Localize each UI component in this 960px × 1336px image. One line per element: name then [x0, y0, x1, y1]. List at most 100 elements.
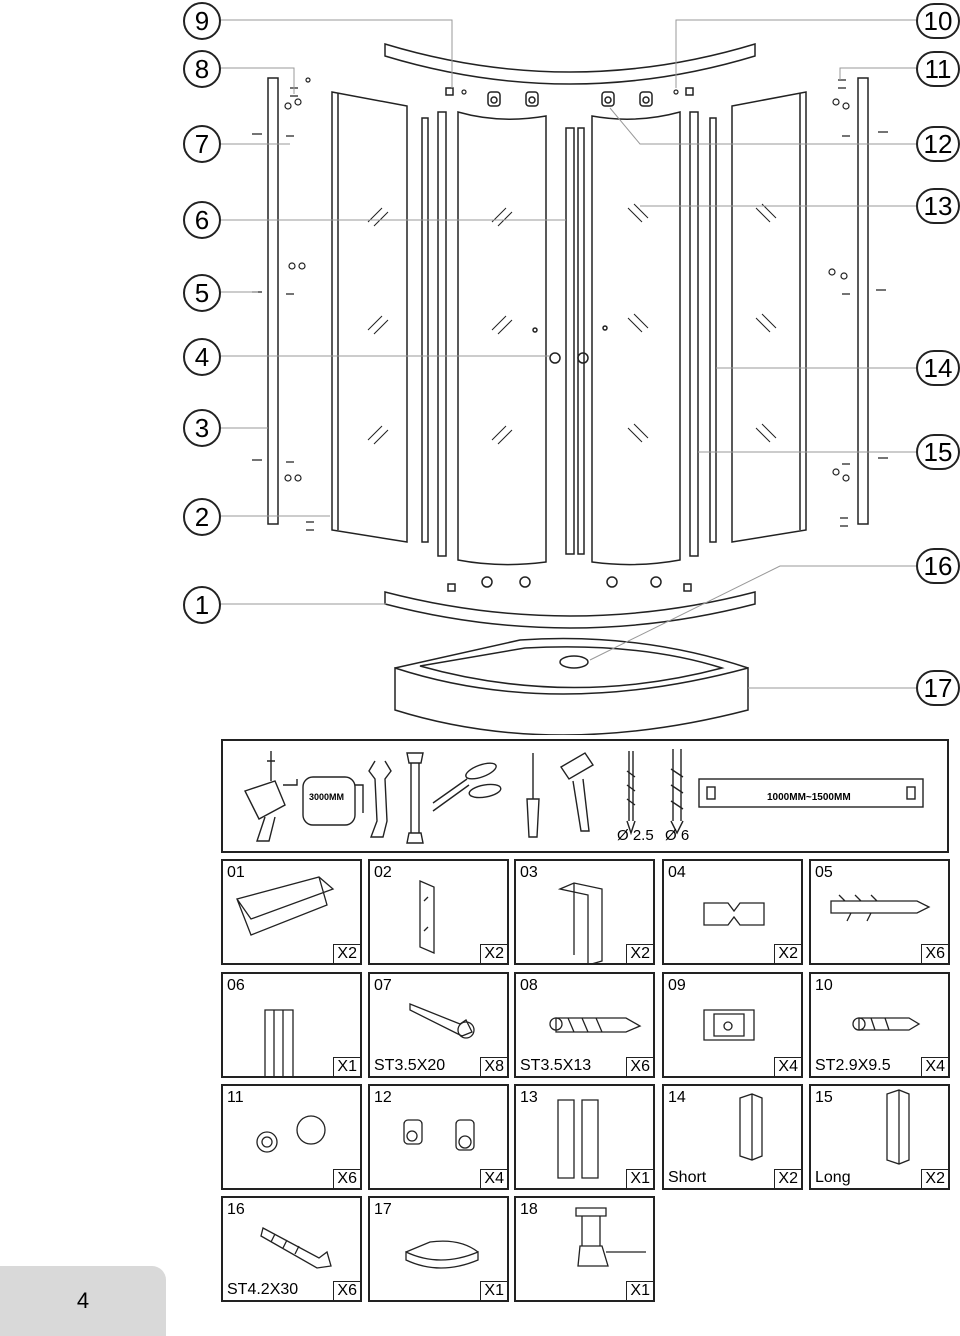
- left-strip-b: [437, 111, 447, 557]
- exploded-assembly-diagram: [220, 19, 918, 735]
- top-rollers: [445, 87, 694, 107]
- drill-bit-small-label: Ø 2.5: [617, 827, 654, 844]
- adjustable-wrench-icon: [368, 760, 392, 838]
- callout-5: 5: [183, 274, 221, 312]
- part-02-icon: [419, 880, 435, 954]
- tools-illustration: [244, 749, 924, 844]
- callout-16: 16: [916, 548, 960, 584]
- callout-4: 4: [183, 338, 221, 376]
- part-number: 10: [815, 977, 833, 994]
- callout-2: 2: [183, 498, 221, 536]
- drill-bit-large-icon: [670, 749, 684, 835]
- drill-icon: [244, 751, 298, 842]
- part-14-icon: [739, 1093, 763, 1161]
- callout-14: 14: [916, 350, 960, 386]
- part-spec: Long: [815, 1169, 851, 1186]
- callout-13: 13: [916, 188, 960, 224]
- part-number: 04: [668, 864, 686, 881]
- part-16-icon: [260, 1227, 332, 1269]
- part-number: 12: [374, 1089, 392, 1106]
- part-number: 14: [668, 1089, 686, 1106]
- drill-bit-small-icon: [626, 751, 636, 836]
- part-quantity: X2: [774, 944, 801, 963]
- part-01-icon: [235, 876, 335, 936]
- left-strip-a: [421, 117, 429, 543]
- drill-bit-large-label: Ø 6: [665, 827, 690, 844]
- part-number: 09: [668, 977, 686, 994]
- part-number: 08: [520, 977, 538, 994]
- part-spec: ST3.5X20: [374, 1057, 446, 1074]
- spanner-icon: [406, 752, 424, 844]
- callout-17: 17: [916, 670, 960, 706]
- part-number: 07: [374, 977, 392, 994]
- part-18-icon: [575, 1207, 646, 1267]
- part-quantity: X1: [626, 1169, 653, 1188]
- part-10-icon: [852, 1017, 921, 1031]
- callout-7: 7: [183, 125, 221, 163]
- part-quantity: X2: [333, 944, 360, 963]
- part-number: 16: [227, 1201, 245, 1218]
- callout-8: 8: [183, 50, 221, 88]
- part-05-icon: [830, 894, 931, 922]
- part-spec: ST4.2X30: [227, 1281, 299, 1298]
- part-number: 06: [227, 977, 245, 994]
- part-number: 03: [520, 864, 538, 881]
- screwdriver-icon: [526, 753, 540, 838]
- right-fixed-panel: [731, 91, 807, 543]
- callout-12: 12: [916, 126, 960, 162]
- callout-10: 10: [916, 3, 960, 39]
- part-number: 05: [815, 864, 833, 881]
- spirit-level-label: 1000MM~1500MM: [767, 792, 851, 803]
- part-quantity: X6: [921, 944, 948, 963]
- part-15-icon: [886, 1089, 910, 1165]
- tape-measure-label: 3000MM: [309, 792, 345, 802]
- part-quantity: X1: [333, 1057, 360, 1076]
- part-quantity: X1: [626, 1281, 653, 1300]
- part-quantity: X6: [626, 1057, 653, 1076]
- part-quantity: X4: [774, 1057, 801, 1076]
- part-number: 18: [520, 1201, 538, 1218]
- part-quantity: X8: [480, 1057, 507, 1076]
- part-12-icon: [403, 1119, 475, 1151]
- right-sliding-door: [591, 111, 681, 566]
- callout-15: 15: [916, 434, 960, 470]
- scissors-icon: [432, 762, 502, 812]
- callout-3: 3: [183, 409, 221, 447]
- part-spec: ST2.9X9.5: [815, 1057, 891, 1074]
- right-strip-a: [689, 111, 699, 557]
- part-number: 01: [227, 864, 245, 881]
- callout-11: 11: [916, 51, 960, 87]
- part-04-icon: [703, 902, 765, 926]
- callout-1: 1: [183, 586, 221, 624]
- part-08-icon: [549, 1017, 642, 1033]
- left-fixed-panel: [331, 91, 408, 543]
- bottom-curved-rail: [384, 591, 756, 629]
- part-quantity: X4: [921, 1057, 948, 1076]
- part-quantity: X2: [921, 1169, 948, 1188]
- wall-fixings: [252, 77, 888, 531]
- part-quantity: X6: [333, 1281, 360, 1300]
- bottom-rollers: [447, 576, 692, 592]
- hammer-icon: [560, 752, 594, 832]
- part-spec: Short: [668, 1169, 707, 1186]
- center-strip-right: [577, 127, 585, 555]
- part-quantity: X2: [626, 944, 653, 963]
- part-number: 13: [520, 1089, 538, 1106]
- part-number: 17: [374, 1201, 392, 1218]
- part-09-icon: [703, 1009, 755, 1041]
- part-quantity: X4: [480, 1169, 507, 1188]
- part-06-icon: [264, 1009, 294, 1076]
